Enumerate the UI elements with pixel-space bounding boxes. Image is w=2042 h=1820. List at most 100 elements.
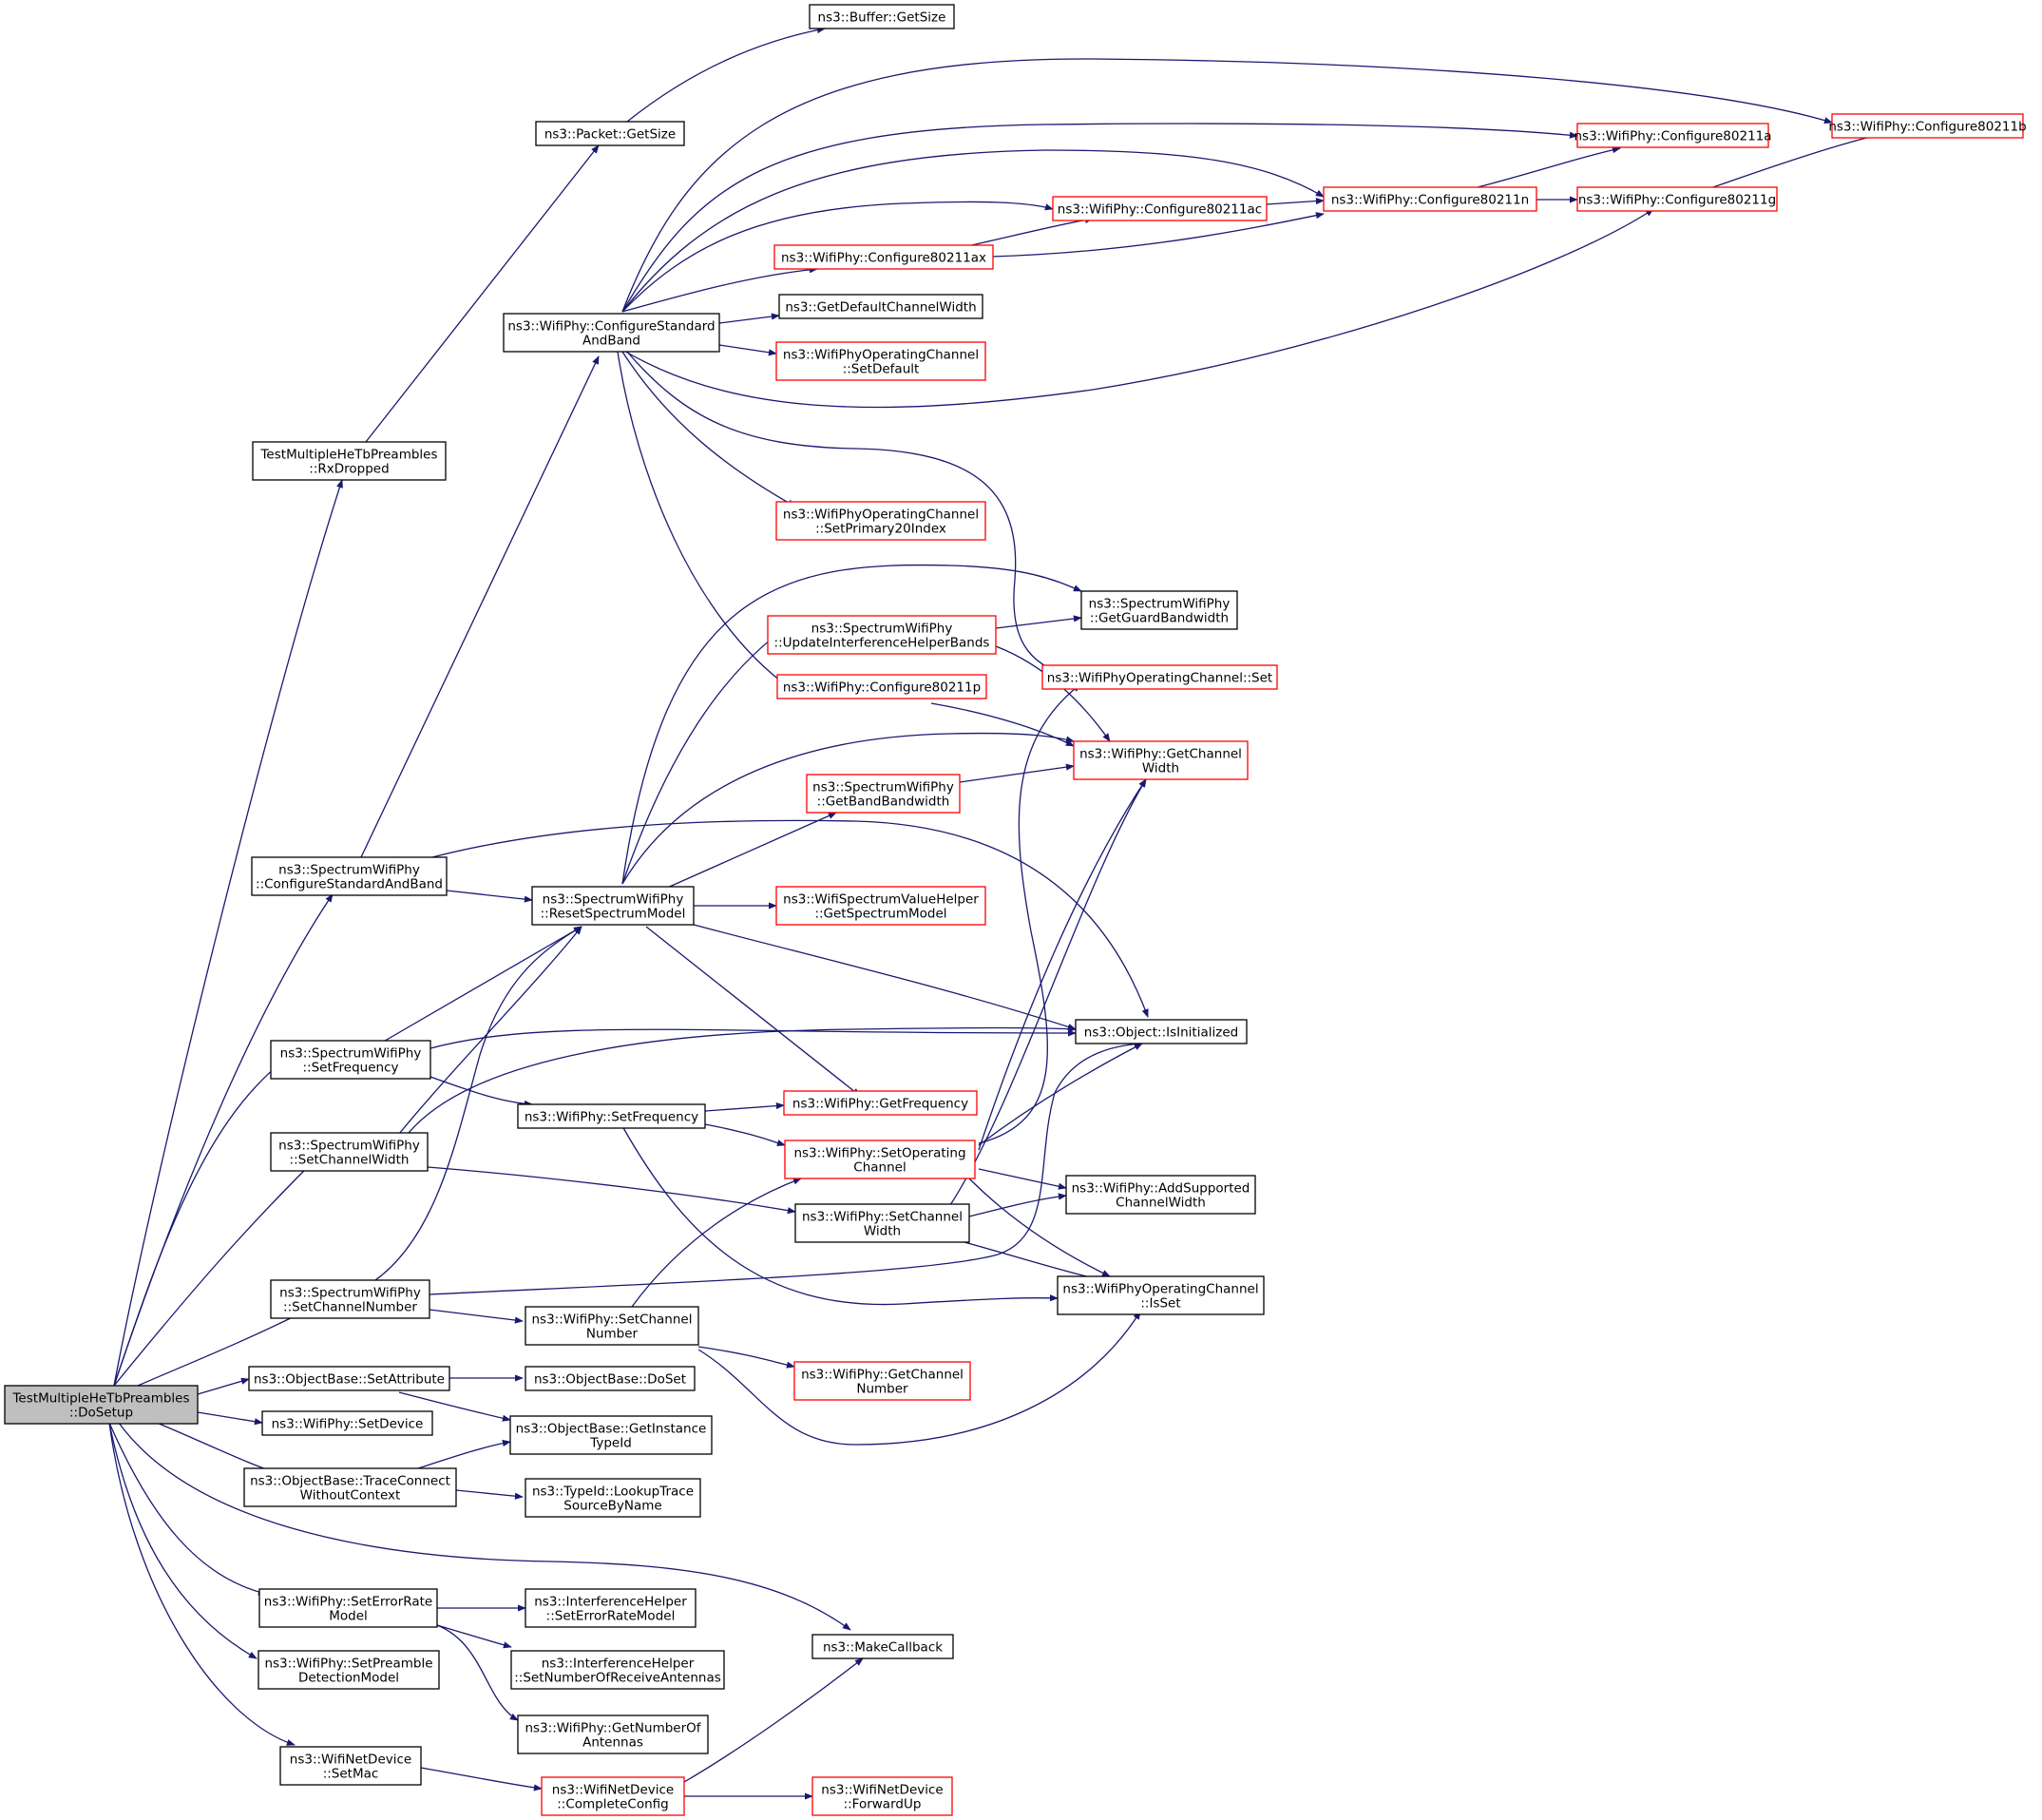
node-label: ns3::SpectrumWifiPhy xyxy=(811,622,953,637)
node-label: ns3::SpectrumWifiPhy xyxy=(1089,597,1231,612)
node-box xyxy=(248,1366,450,1391)
edges xyxy=(108,26,1887,1800)
graph-node-buf-getsize[interactable]: ns3::Buffer::GetSize xyxy=(809,4,955,29)
edge-tcwc-lookup xyxy=(455,1489,524,1500)
edge-resetsm-isinit xyxy=(693,924,1077,1030)
edge-wp-setchn-setopch xyxy=(631,1178,802,1308)
node-label: ns3::WifiPhy::SetOperating xyxy=(793,1146,965,1161)
node-box xyxy=(525,1588,697,1628)
graph-node-ob-doset[interactable]: ns3::ObjectBase::DoSet xyxy=(525,1366,696,1391)
node-label: ns3::SpectrumWifiPhy xyxy=(812,780,954,795)
node-label: ns3::WifiPhyOperatingChannel xyxy=(783,348,979,363)
graph-node-woc-setdefault[interactable]: ns3::WifiPhyOperatingChannel::SetDefault xyxy=(775,341,986,381)
graph-node-swp-resetsm[interactable]: ns3::SpectrumWifiPhy::ResetSpectrumModel xyxy=(531,886,695,926)
edge-root-wp-setpdm xyxy=(108,1422,258,1659)
node-label: ns3::WifiPhy::Configure80211g xyxy=(1578,193,1776,208)
graph-node-wp-setchn[interactable]: ns3::WifiPhy::SetChannelNumber xyxy=(525,1306,699,1346)
node-label: ::GetBandBandwidth xyxy=(817,795,950,810)
edge-wp-setfreq-setopch xyxy=(704,1123,786,1147)
node-label: ::UpdateInterferenceHelperBands xyxy=(774,636,990,651)
node-label: ns3::MakeCallback xyxy=(823,1640,943,1656)
graph-node-getdefcw[interactable]: ns3::GetDefaultChannelWidth xyxy=(778,294,983,319)
edge-csab-c11p xyxy=(617,351,790,688)
graph-node-swp-csab[interactable]: ns3::SpectrumWifiPhy::ConfigureStandardA… xyxy=(251,856,448,896)
graph-node-woc-isset[interactable]: ns3::WifiPhyOperatingChannel::IsSet xyxy=(1057,1275,1265,1315)
edge-setopch-woc-set xyxy=(978,683,1081,1144)
graph-node-wp-seterm[interactable]: ns3::WifiPhy::SetErrorRateModel xyxy=(258,1588,438,1628)
edge-csab-c11ax xyxy=(621,266,818,313)
graph-node-swp-guardbw[interactable]: ns3::SpectrumWifiPhy::GetGuardBandwidth xyxy=(1080,590,1238,630)
node-label: ChannelWidth xyxy=(1116,1196,1206,1211)
graph-node-ih-seterm[interactable]: ns3::InterferenceHelper::SetErrorRateMod… xyxy=(525,1588,697,1628)
edge-setattr-getinsttid xyxy=(398,1391,511,1422)
graph-node-wnd-complete[interactable]: ns3::WifiNetDevice::CompleteConfig xyxy=(541,1776,685,1816)
edge-csab-getdefcw xyxy=(718,313,780,324)
graph-node-root[interactable]: TestMultipleHeTbPreambles::DoSetup xyxy=(4,1385,199,1425)
node-label: WithoutContext xyxy=(300,1488,401,1504)
graph-node-ob-setattr[interactable]: ns3::ObjectBase::SetAttribute xyxy=(248,1366,450,1391)
node-box xyxy=(806,774,961,814)
node-label: ns3::GetDefaultChannelWidth xyxy=(785,300,976,316)
graph-node-pkt-getsize[interactable]: ns3::Packet::GetSize xyxy=(535,121,685,146)
edge-swp-csab-resetsm xyxy=(446,890,533,903)
graph-node-c11ac[interactable]: ns3::WifiPhy::Configure80211ac xyxy=(1052,196,1268,221)
graph-node-wp-getfreq[interactable]: ns3::WifiPhy::GetFrequency xyxy=(783,1090,978,1116)
graph-node-wnd-setmac[interactable]: ns3::WifiNetDevice::SetMac xyxy=(279,1746,422,1786)
edge-root-swp-setchn xyxy=(137,1310,307,1387)
graph-node-wsvh-getsm[interactable]: ns3::WifiSpectrumValueHelper::GetSpectru… xyxy=(775,886,986,926)
graph-node-swp-setchn[interactable]: ns3::SpectrumWifiPhy::SetChannelNumber xyxy=(270,1279,430,1319)
graph-node-ob-tcwc[interactable]: ns3::ObjectBase::TraceConnectWithoutCont… xyxy=(243,1467,457,1507)
graph-node-wp-setfreq[interactable]: ns3::WifiPhy::SetFrequency xyxy=(517,1103,706,1129)
graph-node-wnd-forwardup[interactable]: ns3::WifiNetDevice::ForwardUp xyxy=(811,1776,953,1816)
node-label: ::SetFrequency xyxy=(302,1061,398,1076)
graph-node-ih-setnra[interactable]: ns3::InterferenceHelper::SetNumberOfRece… xyxy=(510,1650,725,1690)
graph-node-swp-setfreq[interactable]: ns3::SpectrumWifiPhy::SetFrequency xyxy=(270,1040,431,1080)
graph-node-wp-setchw[interactable]: ns3::WifiPhy::SetChannelWidth xyxy=(794,1203,970,1243)
edge-resetsm-updateihb xyxy=(621,615,805,885)
edge-updateihb-getchw xyxy=(995,645,1111,742)
node-box xyxy=(503,313,720,353)
graph-node-obj-isinit[interactable]: ns3::Object::IsInitialized xyxy=(1075,1019,1248,1044)
node-label: ::IsSet xyxy=(1140,1296,1180,1312)
edge-csab-c11ac xyxy=(621,201,1054,313)
edge-root-wnd-setmac xyxy=(108,1422,296,1746)
graph-node-c11a[interactable]: ns3::WifiPhy::Configure80211a xyxy=(1574,123,1772,148)
graph-node-csab[interactable]: ns3::WifiPhy::ConfigureStandardAndBand xyxy=(503,313,720,353)
node-box xyxy=(270,1040,431,1080)
node-box xyxy=(258,1588,438,1628)
node-label: ns3::ObjectBase::SetAttribute xyxy=(254,1372,445,1388)
edge-setopch-isinit xyxy=(978,1043,1143,1146)
edge-wp-setchw-getchw xyxy=(949,778,1147,1206)
graph-node-c11n[interactable]: ns3::WifiPhy::Configure80211n xyxy=(1323,186,1537,212)
graph-node-c11g[interactable]: ns3::WifiPhy::Configure80211g xyxy=(1576,186,1778,212)
node-label: ns3::WifiPhy::Configure80211ax xyxy=(781,251,986,266)
graph-node-swp-updateihb[interactable]: ns3::SpectrumWifiPhy::UpdateInterference… xyxy=(767,615,997,655)
node-label: ns3::WifiPhyOperatingChannel xyxy=(1062,1282,1258,1297)
node-box xyxy=(784,1140,976,1179)
node-box xyxy=(525,1306,699,1346)
graph-node-swp-setchw[interactable]: ns3::SpectrumWifiPhy::SetChannelWidth xyxy=(270,1132,429,1172)
edge-root-makecb xyxy=(118,1422,851,1631)
node-label: ns3::WifiPhy::Configure80211a xyxy=(1574,129,1771,144)
node-label: ns3::WifiPhy::AddSupported xyxy=(1072,1181,1250,1197)
node-box xyxy=(279,1746,422,1786)
graph-node-c11ax[interactable]: ns3::WifiPhy::Configure80211ax xyxy=(773,244,994,270)
edge-setmac-complete xyxy=(420,1767,543,1791)
graph-node-makecb[interactable]: ns3::MakeCallback xyxy=(811,1634,954,1659)
graph-node-woc-setprimary[interactable]: ns3::WifiPhyOperatingChannel::SetPrimary… xyxy=(775,501,986,541)
graph-node-wp-setdevice[interactable]: ns3::WifiPhy::SetDevice xyxy=(261,1410,433,1436)
graph-node-rxdropped[interactable]: TestMultipleHeTbPreambles::RxDropped xyxy=(252,441,447,481)
node-box xyxy=(252,441,447,481)
graph-node-woc-set[interactable]: ns3::WifiPhyOperatingChannel::Set xyxy=(1041,664,1278,690)
graph-node-c11p[interactable]: ns3::WifiPhy::Configure80211p xyxy=(776,674,987,699)
graph-node-c11b[interactable]: ns3::WifiPhy::Configure80211b xyxy=(1828,113,2027,139)
graph-node-swp-bandbw[interactable]: ns3::SpectrumWifiPhy::GetBandBandwidth xyxy=(806,774,961,814)
